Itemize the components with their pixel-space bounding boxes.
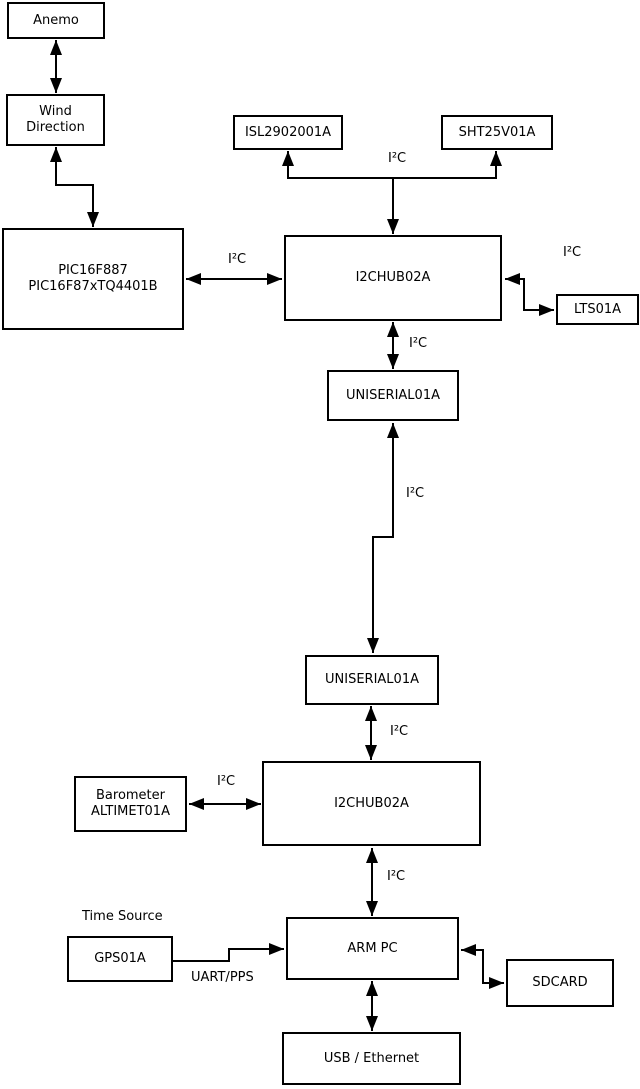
arrowhead-up-into-armpc (366, 981, 378, 996)
arrowhead-down-into-wind (50, 78, 62, 93)
arrowhead-up-into-anemo (50, 40, 62, 55)
node-i2chub02a-bottom: I2CHUB02A (262, 761, 481, 846)
arrowhead-down-into-pic (87, 212, 99, 227)
edge-armpc-sdcard (461, 949, 504, 984)
arrowhead-left-into-armpc (461, 944, 476, 956)
node-uniserial01a-top: UNISERIAL01A (327, 370, 459, 421)
arrowhead-down-into-hub1 (387, 219, 399, 234)
node-sdcard: SDCARD (506, 959, 614, 1007)
node-i2chub02a-bottom-label: I2CHUB02A (334, 795, 409, 811)
node-lts01a: LTS01A (556, 294, 639, 325)
node-barometer-altimet01a: Barometer ALTIMET01A (74, 776, 187, 832)
node-uniserial01a-bottom: UNISERIAL01A (305, 655, 439, 705)
arrowhead-up-into-wind (50, 147, 62, 162)
edge-hub1-lts (505, 278, 554, 311)
node-usb-ethernet-label: USB / Ethernet (323, 1050, 420, 1066)
node-arm-pc: ARM PC (286, 917, 459, 980)
node-arm-pc-label: ARM PC (347, 940, 398, 956)
edge-label-i2c-hub2-armpc: I²C (387, 869, 406, 884)
arrowhead-up-into-hub2 (366, 848, 378, 863)
node-pic16f887-label-line1: PIC16F887 (58, 263, 128, 278)
node-gps01a-label: GPS01A (94, 951, 146, 966)
edge-label-time-source: Time Source (82, 909, 163, 924)
arrowhead-left-into-pic (186, 273, 201, 285)
arrowhead-up-into-uniserial1 (387, 423, 399, 438)
arrowhead-right-into-hub1 (267, 273, 282, 285)
node-pic16f887: PIC16F887 PIC16F87xTQ4401B (2, 228, 184, 330)
edge-label-i2c-barometer-hub2: I²C (217, 774, 236, 789)
arrowhead-down-into-armpc (366, 901, 378, 916)
edge-wind-pic (55, 147, 94, 227)
edge-label-i2c-hub-lts: I²C (563, 245, 582, 260)
node-wind-direction-label-line2: Direction (26, 120, 85, 135)
edge-gps-armpc (173, 948, 284, 962)
node-uniserial01a-top-label: UNISERIAL01A (346, 387, 440, 403)
arrowhead-down-into-uniserial1 (387, 354, 399, 369)
edge-label-uart-pps: UART/PPS (191, 970, 254, 985)
node-anemo-label: Anemo (33, 12, 79, 28)
node-sht25v01a: SHT25V01A (441, 115, 553, 150)
edge-label-i2c-pic-hub: I²C (228, 252, 247, 267)
edge-label-i2c-uniserial-hub2: I²C (390, 724, 409, 739)
arrowhead-up-into-isl (282, 151, 294, 166)
arrowhead-up-into-uniserial2 (365, 706, 377, 721)
node-i2chub02a-top: I2CHUB02A (284, 235, 502, 321)
arrowhead-right-into-armpc (269, 943, 284, 955)
arrowhead-down-into-usb (366, 1016, 378, 1031)
node-i2chub02a-top-label: I2CHUB02A (355, 270, 431, 285)
arrowhead-right-into-hub2 (246, 798, 261, 810)
arrowhead-up-into-hub1 (387, 322, 399, 337)
arrowhead-down-into-uniserial2 (367, 638, 379, 653)
node-barometer-label-line1: Barometer (96, 788, 165, 803)
edge-label-i2c-sensors: I²C (388, 151, 407, 166)
node-pic16f887-label-line2: PIC16F87xTQ4401B (28, 279, 158, 294)
node-wind-direction: Wind Direction (6, 94, 105, 146)
node-wind-direction-label-line1: Wind (39, 104, 72, 119)
node-anemo: Anemo (7, 2, 105, 39)
edge-label-i2c-uniserial-link: I²C (406, 486, 425, 501)
node-uniserial01a-bottom-label: UNISERIAL01A (325, 672, 419, 687)
arrowhead-left-into-barometer (189, 798, 204, 810)
node-isl2902001a-label: ISL2902001A (244, 124, 332, 140)
node-gps01a: GPS01A (67, 936, 173, 982)
edge-label-i2c-hub-uniserial: I²C (409, 336, 428, 351)
arrowhead-up-into-sht (490, 151, 502, 166)
node-sht25v01a-label: SHT25V01A (458, 124, 536, 140)
node-sdcard-label: SDCARD (532, 975, 588, 990)
edge-uniserial1-uniserial2 (372, 423, 394, 653)
node-usb-ethernet: USB / Ethernet (282, 1032, 461, 1085)
arrowhead-left-into-hub1 (505, 273, 520, 285)
node-barometer-label-line2: ALTIMET01A (91, 804, 170, 819)
arrowhead-down-into-hub2 (365, 745, 377, 760)
node-isl2902001a: ISL2902001A (233, 115, 343, 150)
arrowhead-right-into-sdcard (489, 977, 504, 989)
arrowhead-right-into-lts (539, 304, 554, 316)
node-lts01a-label: LTS01A (573, 301, 622, 317)
